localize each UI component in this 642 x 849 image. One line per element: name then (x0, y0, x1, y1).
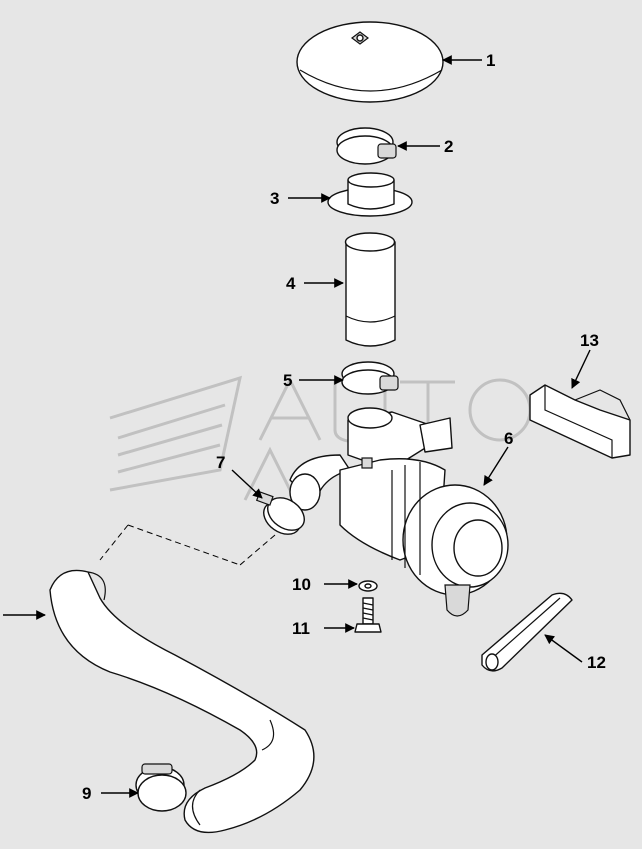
part-hose-clamp-small[interactable] (255, 491, 311, 541)
label-1: 1 (486, 51, 495, 70)
part-seal-strip[interactable] (481, 592, 573, 672)
label-12: 12 (587, 653, 606, 672)
part-bolt[interactable] (354, 597, 382, 633)
label-10: 10 (292, 575, 311, 594)
label-5: 5 (283, 371, 292, 390)
watermark-logo (109, 375, 532, 501)
label-3: 3 (270, 189, 279, 208)
label-2: 2 (444, 137, 453, 156)
part-clamp-lower[interactable] (341, 361, 399, 395)
label-6: 6 (504, 429, 513, 448)
part-air-cleaner-assembly[interactable] (289, 407, 509, 617)
assembly-guide-line (99, 524, 276, 566)
label-13: 13 (580, 331, 599, 350)
part-intake-hose[interactable] (49, 569, 315, 834)
label-4: 4 (286, 274, 296, 293)
part-cap[interactable] (296, 21, 444, 103)
label-9: 9 (82, 784, 91, 803)
part-mounting-bracket[interactable] (529, 384, 631, 459)
part-hose-clamp-large[interactable] (135, 763, 187, 812)
part-clamp-upper[interactable] (336, 127, 397, 165)
part-intake-tube[interactable] (344, 232, 396, 347)
label-7: 7 (216, 453, 225, 472)
label-11: 11 (292, 619, 310, 638)
part-number-labels: 1 2 3 4 5 6 7 9 10 11 12 13 (82, 51, 606, 803)
part-adapter-flange[interactable] (327, 172, 413, 217)
part-washer[interactable] (358, 580, 378, 592)
leader-lines (3, 55, 591, 798)
